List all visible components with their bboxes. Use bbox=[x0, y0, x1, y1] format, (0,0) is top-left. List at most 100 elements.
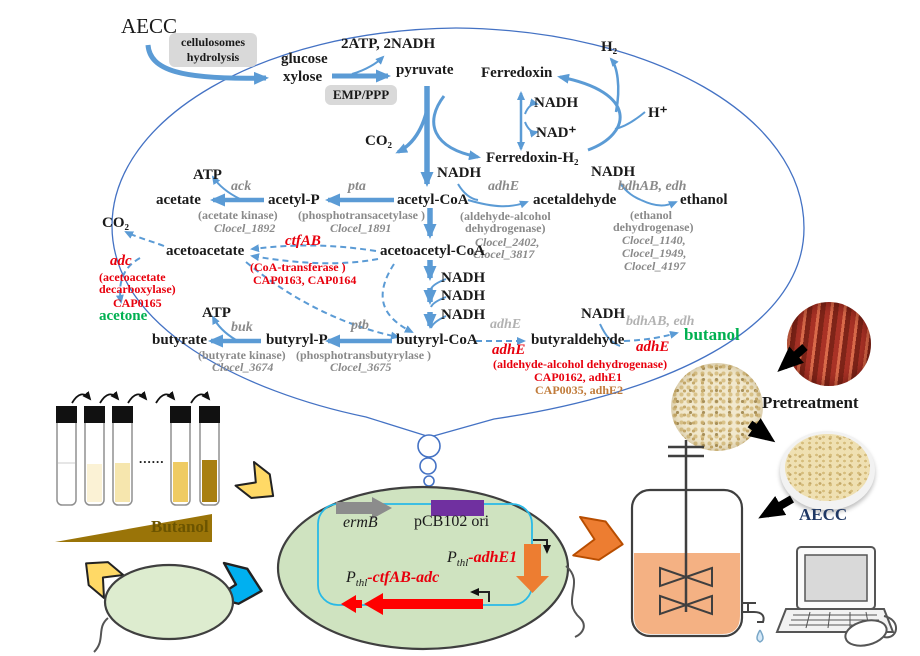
test-tube bbox=[56, 406, 77, 506]
co2-label: CO₂ bbox=[365, 133, 392, 149]
clocel-1949-label: Clocel_1949, bbox=[622, 246, 687, 260]
acetyl-coa-label: acetyl-CoA bbox=[397, 192, 469, 208]
yellow-chevron-icon bbox=[85, 561, 125, 599]
adc-gene-label: adc bbox=[110, 253, 132, 269]
glycolysis-yield-label: 2ATP, 2NADH bbox=[341, 36, 436, 52]
butyraldehyde-label: butyraldehyde bbox=[531, 332, 625, 348]
pcb102-ori-label: pCB102 ori bbox=[414, 513, 490, 530]
clocel-3817-label: Clocel_3817 bbox=[473, 247, 535, 261]
butanol-gradient-label: Butanol bbox=[151, 517, 209, 536]
bdhAB-edh-gene-label: bdhAB, edh bbox=[626, 314, 695, 329]
clocel-2402-label: Clocel_2402, bbox=[475, 235, 540, 249]
glucose-label: glucose bbox=[281, 51, 328, 67]
acetyl-p-label: acetyl-P bbox=[268, 192, 320, 208]
tap-icon bbox=[741, 602, 765, 623]
ctfAB-adc-cassette: -ctfAB-adc bbox=[367, 569, 440, 586]
acetoacetate-label: acetoacetate bbox=[166, 243, 245, 259]
clocel-1140-label: Clocel_1140, bbox=[622, 233, 686, 247]
h-plus-label: H⁺ bbox=[648, 105, 668, 121]
pretreated-chips-photo bbox=[671, 363, 763, 451]
cap0035-label: CAP0035, adhE2 bbox=[535, 383, 624, 397]
adc-name-label1: (acetoacetate bbox=[99, 270, 166, 284]
phosphotransacetylase-label: (phosphotransacetylase ) bbox=[298, 208, 426, 222]
acetoacetyl-coa-label: acetoacetyl-CoA bbox=[380, 243, 485, 259]
ptb-gene-label: ptb bbox=[351, 318, 369, 333]
co2-label: CO₂ bbox=[102, 215, 129, 231]
coa-transferase-label: (CoA-transferase ) bbox=[250, 260, 346, 274]
bioreactor bbox=[630, 440, 765, 643]
clocel-1891-label: Clocel_1891 bbox=[330, 221, 392, 235]
ferredoxin-h2-label: Ferredoxin-H₂ bbox=[486, 150, 579, 166]
ferredoxin-label: Ferredoxin bbox=[481, 65, 553, 81]
ethanol-dh-label2: dehydrogenase) bbox=[613, 220, 694, 234]
acetaldehyde-label: acetaldehyde bbox=[533, 192, 617, 208]
droplet-icon bbox=[756, 629, 764, 643]
clocel-4197-label: Clocel_4197 bbox=[624, 259, 686, 273]
xylose-label: xylose bbox=[283, 69, 323, 85]
nadh-label: NADH bbox=[591, 164, 636, 180]
buk-gene-label: buk bbox=[231, 320, 253, 335]
pcb102-ori-box bbox=[431, 500, 484, 516]
clocel-1892-label: Clocel_1892 bbox=[214, 221, 276, 235]
emp-ppp-box: EMP/PPP bbox=[325, 85, 397, 105]
clocel-3674-label: Clocel_3674 bbox=[212, 360, 274, 374]
aecc-title: AECC bbox=[121, 14, 178, 38]
adhE-gene-label: adhE bbox=[490, 317, 522, 332]
ethanol-dh-label1: (ethanol bbox=[630, 208, 672, 222]
atp-label: ATP bbox=[193, 167, 222, 183]
engineered-cell bbox=[276, 485, 585, 651]
laptop bbox=[775, 546, 897, 647]
pthl-adhE1-label: Pthl-adhE1 bbox=[447, 549, 517, 569]
butyryl-p-label: butyryl-P bbox=[266, 332, 328, 348]
acetate-label: acetate bbox=[156, 192, 201, 208]
pyruvate-label: pyruvate bbox=[396, 62, 454, 78]
adc-name-label2: decarboxylase) bbox=[99, 282, 176, 296]
ermB-label: ermB bbox=[343, 514, 378, 531]
cap0163-label: CAP0163, CAP0164 bbox=[253, 273, 357, 287]
cellulosomes-box: cellulosomes hydrolysis bbox=[169, 33, 257, 67]
ellipsis-dots: ...... bbox=[139, 451, 165, 466]
phosphotransbutyrylase-label: (phosphotransbutyrylase ) bbox=[296, 348, 432, 362]
mouse-icon bbox=[844, 619, 888, 647]
nadh-label: NADH bbox=[441, 288, 486, 304]
orange-chevron-icon bbox=[572, 516, 624, 561]
ethanol-label: ethanol bbox=[680, 192, 728, 208]
promoter-p: P bbox=[346, 569, 356, 586]
serial-transfer-tubes bbox=[55, 391, 220, 542]
process-chevrons bbox=[85, 461, 624, 605]
nadh-label: NADH bbox=[441, 307, 486, 323]
adhE-gene-label: adhE bbox=[488, 179, 520, 194]
ctfAB-adc-gene-arrow bbox=[341, 593, 483, 615]
nadh-label: NADH bbox=[534, 95, 579, 111]
butyrate-label: butyrate bbox=[152, 332, 207, 348]
nad-label: NAD⁺ bbox=[536, 125, 577, 141]
aldehyde-alcohol-dh-label1: (aldehyde-alcohol bbox=[460, 209, 551, 223]
aad-red-label: (aldehyde-alcohol dehydrogenase) bbox=[493, 357, 668, 371]
promoter-p: P bbox=[447, 549, 457, 566]
yellow-chevron-icon bbox=[234, 461, 275, 499]
adhE-gene-label-red: adhE bbox=[636, 339, 670, 355]
pathway-dashed-arrows bbox=[115, 231, 679, 345]
pretreatment-label: Pretreatment bbox=[762, 393, 859, 412]
cap0165-label: CAP0165 bbox=[113, 296, 162, 310]
cellulosomes-line1: cellulosomes bbox=[181, 35, 245, 49]
butanol-gradient-triangle bbox=[55, 514, 212, 542]
h2-label: H₂ bbox=[601, 39, 618, 55]
aecc-powder-plate-photo bbox=[780, 431, 875, 510]
cap0162-label: CAP0162, adhE1 bbox=[534, 370, 623, 384]
ctfAB-gene-label: ctfAB bbox=[285, 233, 321, 249]
aecc-powder bbox=[785, 434, 870, 501]
acetone-label: acetone bbox=[99, 308, 148, 324]
nadh-label: NADH bbox=[437, 165, 482, 181]
wild-type-cell bbox=[93, 563, 235, 653]
acetate-kinase-label: (acetate kinase) bbox=[198, 208, 278, 222]
test-tube bbox=[112, 406, 133, 506]
test-tube bbox=[199, 406, 220, 506]
adhE1-gene-arrow bbox=[516, 544, 549, 593]
clocel-3675-label: Clocel_3675 bbox=[330, 360, 392, 374]
pathway-bubble-outline bbox=[111, 27, 805, 487]
pathway-arrows bbox=[145, 44, 678, 348]
ermB-gene-arrow bbox=[336, 497, 392, 519]
test-tube bbox=[170, 406, 191, 506]
aecc-product-label: AECC bbox=[799, 505, 848, 524]
